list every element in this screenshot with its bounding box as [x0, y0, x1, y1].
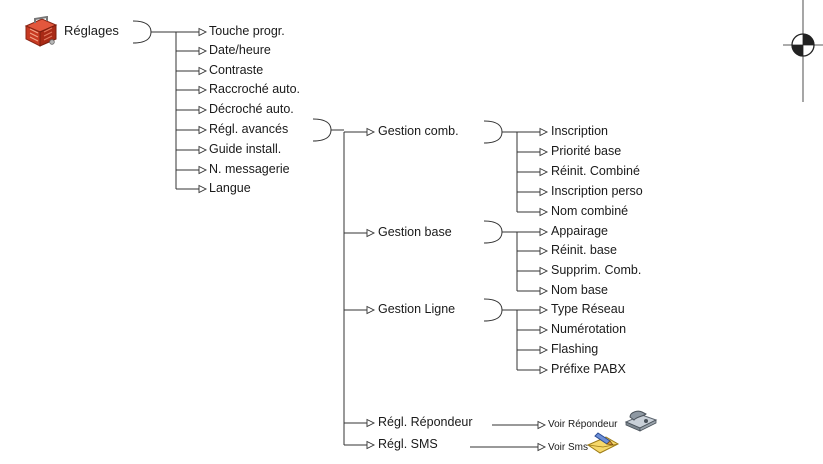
arrowhead: [539, 345, 549, 355]
sms-envelope-icon: [586, 432, 620, 454]
menu-item-raccroche-auto: Raccroché auto.: [209, 82, 301, 96]
group-regl-repondeur: Régl. Répondeur: [378, 415, 473, 429]
group-regl-sms: Régl. SMS: [378, 437, 438, 451]
arrowhead: [198, 105, 208, 115]
menu-item-date-heure: Date/heure: [209, 43, 271, 57]
arrowhead: [366, 127, 376, 137]
comb-item-nom-combine: Nom combiné: [551, 204, 629, 218]
arrowhead: [366, 418, 376, 428]
arrowhead: [539, 286, 549, 296]
arrowhead: [537, 420, 547, 430]
arrowhead: [539, 365, 549, 375]
arrowhead: [366, 228, 376, 238]
root-label: Réglages: [64, 23, 119, 38]
arrowhead: [539, 227, 549, 237]
arrowhead: [366, 440, 376, 450]
ligne-item-type-reseau: Type Réseau: [551, 302, 625, 316]
arrowhead: [198, 46, 208, 56]
voir-repondeur-label: Voir Répondeur: [548, 419, 618, 430]
menu-item-touche-progr: Touche progr.: [209, 24, 285, 38]
arrowhead: [198, 165, 208, 175]
arrowhead: [539, 246, 549, 256]
group-gestion-comb: Gestion comb.: [378, 124, 459, 138]
arrowhead: [539, 266, 549, 276]
base-item-reinit-base: Réinit. base: [551, 243, 618, 257]
arrowhead: [198, 184, 208, 194]
arrowhead: [539, 187, 549, 197]
arrowhead: [198, 66, 208, 76]
voir-sms-label: Voir Sms: [548, 442, 589, 453]
base-bracket: [483, 220, 503, 244]
menu-item-guide-install: Guide install.: [209, 142, 282, 156]
menu-item-langue: Langue: [209, 181, 251, 195]
arrowhead: [539, 167, 549, 177]
menu-item-n-messagerie: N. messagerie: [209, 162, 290, 176]
base-item-appairage: Appairage: [551, 224, 608, 238]
menu-item-decroche-auto: Décroché auto.: [209, 102, 294, 116]
ligne-item-flashing: Flashing: [551, 342, 599, 356]
arrowhead: [539, 305, 549, 315]
arrowhead: [539, 147, 549, 157]
arrowhead: [539, 325, 549, 335]
comb-item-priorite-base: Priorité base: [551, 144, 622, 158]
comb-item-reinit-combine: Réinit. Combiné: [551, 164, 640, 178]
group-gestion-base: Gestion base: [378, 225, 452, 239]
root-bracket: [132, 20, 152, 44]
arrowhead: [198, 85, 208, 95]
ligne-item-numerotation: Numérotation: [551, 322, 627, 336]
ligne-bracket: [483, 298, 503, 322]
arrowhead: [366, 305, 376, 315]
toolbox-icon: [24, 16, 58, 47]
answering-machine-icon: [624, 410, 658, 432]
arrowhead: [539, 127, 549, 137]
comb-bracket: [483, 120, 503, 144]
avances-bracket: [312, 118, 332, 142]
arrowhead: [198, 27, 208, 37]
arrowhead: [539, 207, 549, 217]
comb-item-inscription: Inscription: [551, 124, 608, 138]
arrowhead: [537, 442, 547, 452]
group-gestion-ligne: Gestion Ligne: [378, 302, 456, 316]
base-item-supprim-comb: Supprim. Comb.: [551, 263, 642, 277]
comb-item-inscription-perso: Inscription perso: [551, 184, 643, 198]
arrowhead: [198, 145, 208, 155]
arrowhead: [198, 125, 208, 135]
menu-item-regl-avances: Régl. avancés: [209, 122, 289, 136]
ligne-item-prefixe-pabx: Préfixe PABX: [551, 362, 626, 376]
base-item-nom-base: Nom base: [551, 283, 608, 297]
menu-item-contraste: Contraste: [209, 63, 264, 77]
